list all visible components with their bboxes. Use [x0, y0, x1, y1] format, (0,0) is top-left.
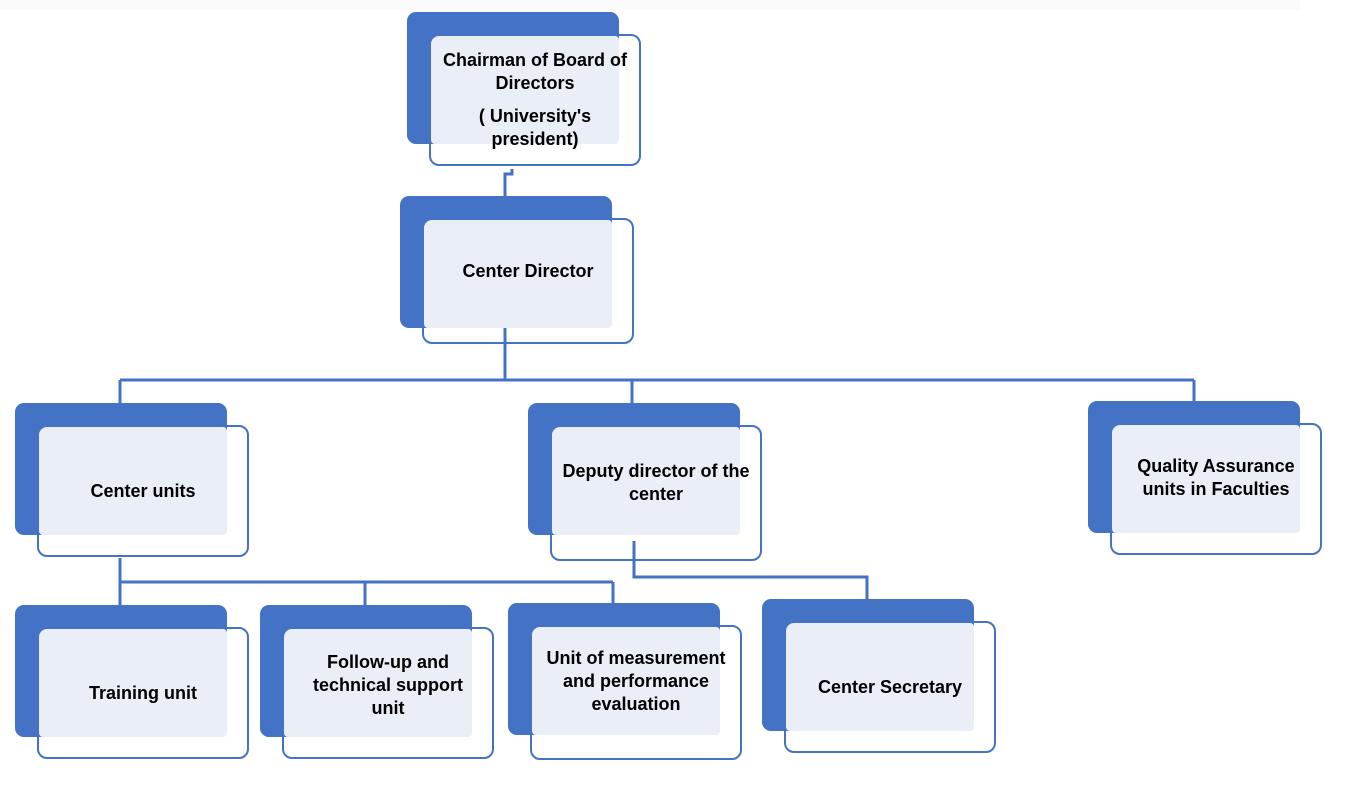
- node-frame: [282, 627, 494, 759]
- node-fill: [1112, 425, 1300, 533]
- measurement-title: Unit of measurement and performance eval…: [546, 647, 726, 714]
- director-title: Center Director: [462, 260, 594, 281]
- node-label: Unit of measurement and performance eval…: [530, 625, 742, 737]
- node-fill: [532, 627, 720, 735]
- node-fill: [39, 427, 227, 535]
- connector-chairman-director: [503, 169, 514, 196]
- node-label: Training unit: [37, 627, 249, 759]
- node-fill: [552, 427, 740, 535]
- node-frame: [550, 425, 762, 561]
- node-frame: [422, 218, 634, 344]
- node-label: Center Secretary: [784, 621, 996, 753]
- node-fill: [786, 623, 974, 731]
- node-label: Center Director: [422, 218, 634, 324]
- quality-title: Quality Assurance units in Faculties: [1137, 456, 1295, 499]
- node-label: Follow-up and technical support unit: [282, 627, 494, 743]
- node-frame: [1110, 423, 1322, 555]
- node-frame: [429, 34, 641, 166]
- node-label: Chairman of Board of Directors ( Univers…: [429, 34, 641, 166]
- chairman-title: Chairman of Board of Directors: [442, 50, 627, 93]
- node-label: Deputy director of the center: [550, 425, 762, 541]
- followup-title: Follow-up and technical support unit: [312, 651, 464, 718]
- node-frame: [37, 425, 249, 557]
- node-frame: [37, 627, 249, 759]
- node-label: Center units: [37, 425, 249, 557]
- top-band: [0, 0, 1300, 10]
- secretary-title: Center Secretary: [817, 676, 963, 697]
- node-label: Quality Assurance units in Faculties: [1110, 423, 1322, 533]
- node-frame: [530, 625, 742, 760]
- deputy-title: Deputy director of the center: [562, 461, 750, 504]
- node-fill: [431, 36, 619, 144]
- node-frame: [784, 621, 996, 753]
- node-fill: [284, 629, 472, 737]
- node-fill: [39, 629, 227, 737]
- center-units-title: Center units: [90, 480, 196, 501]
- training-title: Training unit: [89, 682, 197, 703]
- node-fill: [424, 220, 612, 328]
- chairman-subtitle: ( University's president): [478, 106, 592, 149]
